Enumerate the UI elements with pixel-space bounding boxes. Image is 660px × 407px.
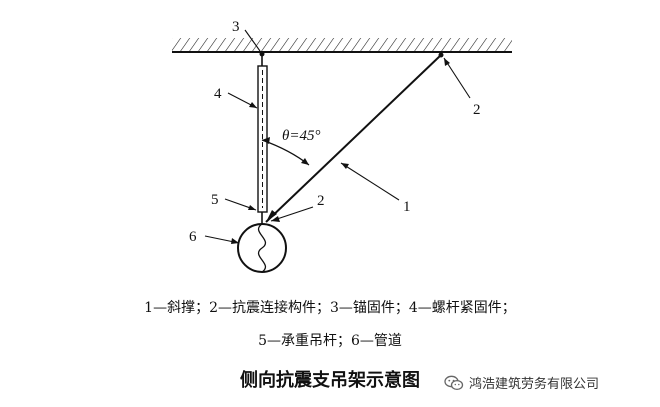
label-connector-bottom: 2 xyxy=(317,193,325,209)
wechat-icon xyxy=(444,375,464,390)
angle-arrow-left xyxy=(262,137,270,144)
brace-bottom-connector xyxy=(266,210,277,222)
leader-3 xyxy=(244,29,261,52)
pipe-section-mark xyxy=(257,223,267,273)
seismic-support-diagram: 3 4 5 6 2 2 1 θ=45° xyxy=(172,19,512,273)
watermark: 鸿浩建筑劳务有限公司 xyxy=(444,373,599,392)
leader-5-arrow xyxy=(248,205,256,210)
legend-line-2: 5—承重吊杆；6—管道 xyxy=(258,333,402,349)
leader-2-top-arrow xyxy=(444,58,450,66)
label-pipe: 6 xyxy=(189,229,197,245)
legend-line-1: 1—斜撑；2—抗震连接构件；3—锚固件；4—螺杆紧固件； xyxy=(144,300,516,316)
brace-top-connector xyxy=(438,52,444,58)
ceiling-hatching xyxy=(172,38,512,52)
label-hanger-rod: 5 xyxy=(211,192,219,208)
diagonal-brace xyxy=(265,54,442,223)
leader-1-arrow xyxy=(341,163,349,169)
label-brace: 1 xyxy=(403,199,411,215)
watermark-text: 鸿浩建筑劳务有限公司 xyxy=(469,377,600,392)
leader-6-arrow xyxy=(231,238,239,244)
label-screw-rod: 4 xyxy=(214,86,222,102)
angle-arrow-right xyxy=(301,158,309,165)
leader-2-bottom-arrow xyxy=(271,216,280,222)
label-angle: θ=45° xyxy=(282,128,321,144)
leader-4-arrow xyxy=(249,102,257,108)
leader-1 xyxy=(340,162,400,201)
figure-caption: 侧向抗震支吊架示意图 xyxy=(240,370,420,391)
label-connector-top: 2 xyxy=(473,102,481,118)
leader-2-top xyxy=(443,57,471,99)
label-anchor-fixing: 3 xyxy=(232,19,240,35)
